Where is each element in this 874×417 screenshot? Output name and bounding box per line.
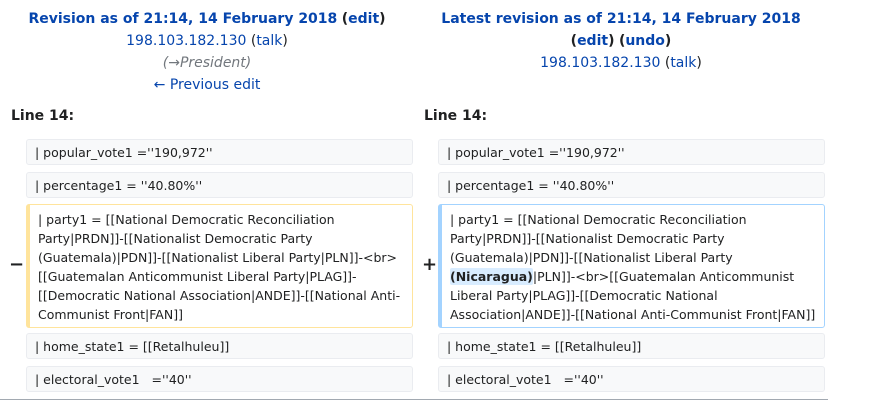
context-line-popular-vote-left: | popular_vote1 =''190,972'' bbox=[26, 139, 413, 165]
line-number-right: Line 14: bbox=[424, 108, 488, 124]
old-user-link[interactable]: 198.103.182.130 bbox=[126, 33, 247, 49]
section-name: President bbox=[179, 55, 246, 71]
old-revision-header: Revision as of 21:14, 14 February 2018 (… bbox=[0, 8, 414, 96]
new-revision-header: Latest revision as of 21:14, 14 February… bbox=[441, 11, 801, 71]
context-line-percentage-left: | percentage1 = ''40.80%'' bbox=[26, 172, 413, 198]
new-user-link[interactable]: 198.103.182.130 bbox=[540, 55, 661, 71]
line-number-left: Line 14: bbox=[11, 108, 75, 124]
old-revision-link[interactable]: Revision as of 21:14, 14 February 2018 bbox=[28, 11, 338, 27]
added-line-text-after: |PLN]]-<br>[[Guatemalan Anticommunist Li… bbox=[450, 269, 816, 322]
new-edit-link[interactable]: edit bbox=[577, 33, 609, 49]
added-text-highlight: (Nicaragua) bbox=[450, 268, 533, 285]
context-line-electoral-vote-right: | electoral_vote1 =''40'' bbox=[438, 366, 825, 392]
context-line-home-state-right: | home_state1 = [[Retalhuleu]] bbox=[438, 333, 825, 359]
context-line-home-state-left: | home_state1 = [[Retalhuleu]] bbox=[26, 333, 413, 359]
latest-revision-link[interactable]: Latest revision as of 21:14, 14 February… bbox=[441, 11, 801, 27]
edit-summary: (→President) bbox=[162, 55, 252, 71]
added-line-text-before: | party1 = [[National Democratic Reconci… bbox=[450, 212, 751, 265]
addition-marker: + bbox=[422, 254, 438, 275]
old-talk-link[interactable]: talk bbox=[256, 33, 283, 49]
deleted-line: | party1 = [[National Democratic Reconci… bbox=[26, 204, 413, 328]
section-arrow-link[interactable]: → bbox=[168, 55, 180, 71]
old-edit-link[interactable]: edit bbox=[348, 11, 380, 27]
context-line-popular-vote-right: | popular_vote1 =''190,972'' bbox=[438, 139, 825, 165]
deletion-marker: − bbox=[9, 254, 25, 275]
context-line-electoral-vote-left: | electoral_vote1 =''40'' bbox=[26, 366, 413, 392]
previous-edit-link[interactable]: ← Previous edit bbox=[153, 77, 261, 93]
context-line-percentage-right: | percentage1 = ''40.80%'' bbox=[438, 172, 825, 198]
added-line: | party1 = [[National Democratic Reconci… bbox=[438, 204, 825, 328]
divider bbox=[0, 399, 828, 400]
new-talk-link[interactable]: talk bbox=[670, 55, 697, 71]
undo-link[interactable]: undo bbox=[625, 33, 665, 49]
